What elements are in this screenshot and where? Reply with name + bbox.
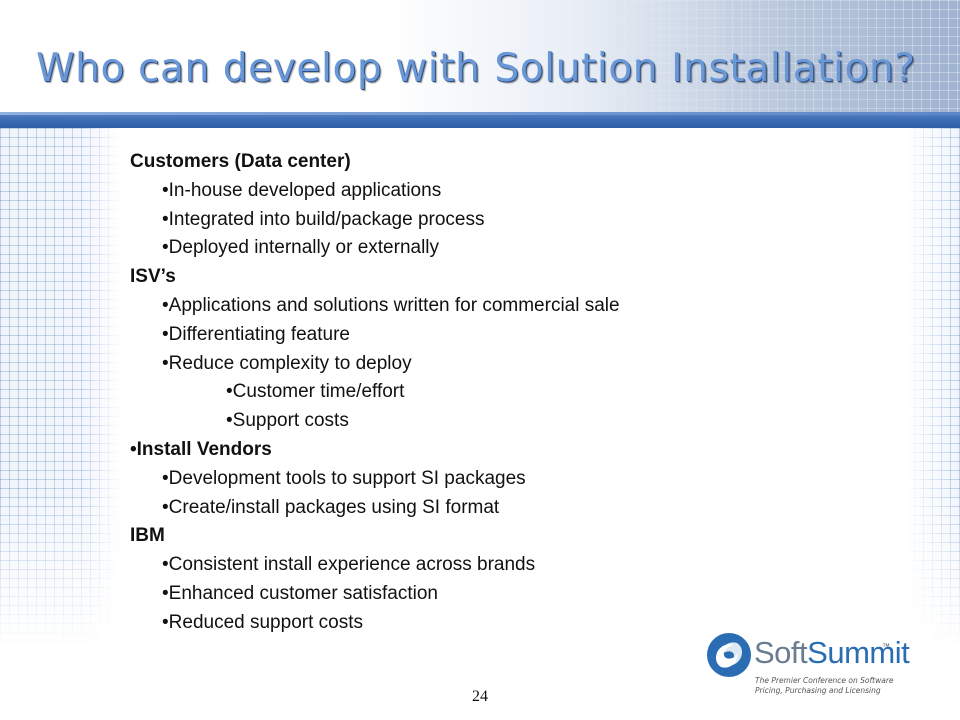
bullet-item: •Consistent install experience across br… — [130, 551, 890, 580]
slide-title: Who can develop with Solution Installatio… — [36, 46, 916, 91]
item-text: Applications and solutions written for c… — [168, 294, 620, 316]
item-text: Consistent install experience across bra… — [168, 554, 536, 576]
bullet-icon: • — [162, 582, 169, 604]
logo-tagline-line1: The Premier Conference on Software — [755, 676, 894, 685]
bullet-icon: • — [162, 294, 169, 316]
bullet-icon: • — [162, 179, 169, 201]
bullet-icon: • — [226, 410, 233, 432]
softsummit-logo: SoftSummit ™ The Premier Conference on S… — [706, 632, 910, 702]
bullet-icon: • — [162, 496, 169, 518]
item-text: Reduced support costs — [168, 611, 363, 633]
bullet-item: •Create/install packages using SI format — [130, 494, 890, 523]
bullet-list: Customers (Data center)•In-house develop… — [130, 148, 890, 638]
header-divider — [0, 112, 960, 128]
bullet-item: •Customer time/effort — [130, 378, 890, 407]
bullet-icon: • — [162, 323, 169, 345]
bullet-icon: • — [130, 438, 137, 460]
bullet-icon: • — [162, 208, 169, 230]
logo-tagline-line2: Pricing, Purchasing and Licensing — [755, 686, 881, 695]
bullet-item: •Reduce complexity to deploy — [130, 350, 890, 379]
right-tile-pattern — [905, 128, 960, 648]
item-text: IBM — [130, 525, 165, 547]
item-text: Differentiating feature — [168, 323, 350, 345]
bullet-item: •Support costs — [130, 407, 890, 436]
bullet-icon: • — [162, 237, 169, 259]
header-grid-pattern — [480, 0, 960, 112]
bullet-icon: • — [162, 467, 169, 489]
bullet-item: •Enhanced customer satisfaction — [130, 580, 890, 609]
bullet-item: •Reduced support costs — [130, 609, 890, 638]
bullet-item: •Applications and solutions written for … — [130, 292, 890, 321]
bullet-item: •Development tools to support SI package… — [130, 465, 890, 494]
item-text: Development tools to support SI packages — [168, 467, 526, 489]
bullet-icon: • — [226, 381, 233, 403]
logo-trademark: ™ — [882, 642, 890, 651]
section-heading: IBM — [130, 522, 890, 551]
bullet-item: •Integrated into build/package process — [130, 206, 890, 235]
header-band — [0, 0, 960, 112]
slide-title-part2: Solution Installation? — [494, 46, 916, 91]
logo-word-summit: Summit — [807, 635, 910, 670]
item-text: Install Vendors — [136, 438, 272, 460]
section-heading: •Install Vendors — [130, 436, 890, 465]
bullet-icon: • — [162, 611, 169, 633]
section-heading: Customers (Data center) — [130, 148, 890, 177]
item-text: Create/install packages using SI format — [168, 496, 500, 518]
logo-wordmark: SoftSummit — [754, 635, 910, 671]
logo-word-soft: Soft — [754, 635, 808, 670]
bullet-item: •Differentiating feature — [130, 321, 890, 350]
page-number: 24 — [472, 688, 488, 705]
section-heading: ISV’s — [130, 263, 890, 292]
left-tile-pattern — [0, 128, 120, 648]
item-text: Enhanced customer satisfaction — [168, 582, 438, 604]
item-text: In-house developed applications — [168, 179, 442, 201]
item-text: Support costs — [232, 410, 349, 432]
bullet-item: •Deployed internally or externally — [130, 234, 890, 263]
slide-title-part1: Who can develop with — [36, 46, 481, 91]
logo-tagline: The Premier Conference on Software Prici… — [755, 676, 915, 696]
softsummit-swirl-icon — [707, 633, 751, 677]
bullet-item: •In-house developed applications — [130, 177, 890, 206]
bullet-icon: • — [162, 352, 169, 374]
item-text: ISV’s — [130, 266, 176, 288]
item-text: Deployed internally or externally — [168, 237, 440, 259]
item-text: Customer time/effort — [232, 381, 405, 403]
item-text: Reduce complexity to deploy — [168, 352, 412, 374]
bullet-icon: • — [162, 554, 169, 576]
item-text: Integrated into build/package process — [168, 208, 485, 230]
item-text: Customers (Data center) — [130, 151, 351, 172]
